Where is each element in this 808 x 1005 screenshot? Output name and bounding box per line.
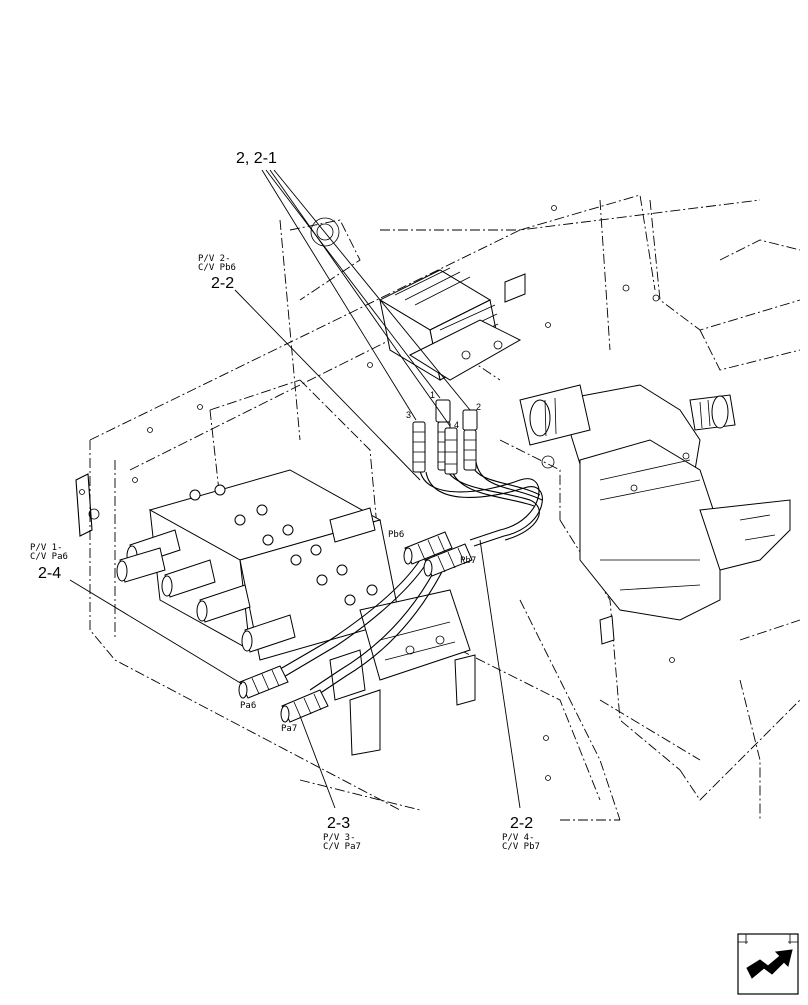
note-pv4-line1: P/V 4- xyxy=(502,833,535,843)
fitting-3 xyxy=(412,421,426,473)
port-label-pb6: Pb6 xyxy=(388,530,404,540)
callout-2-4: 2-4 xyxy=(38,565,61,582)
valve-bolts xyxy=(189,484,378,606)
port-label-2: 2 xyxy=(476,402,481,412)
note-pv2-line1: P/V 2- xyxy=(198,254,231,264)
port-label-1: 1 xyxy=(430,390,435,400)
note-pv1-line1: P/V 1- xyxy=(30,543,63,553)
port-label-3: 3 xyxy=(406,410,411,420)
note-pv3-line2: C/V Pa7 xyxy=(323,842,361,852)
side-bracket xyxy=(75,473,100,537)
port-label-pa6: Pa6 xyxy=(240,701,256,711)
circuit-notes: P/V 2- C/V Pb6 P/V 1- C/V Pa6 P/V 3- C/V… xyxy=(30,254,540,852)
note-pv2-line2: C/V Pb6 xyxy=(198,263,236,273)
callout-2-2-1: 2, 2-1 xyxy=(236,150,277,167)
callout-2-2-top: 2-2 xyxy=(211,275,234,292)
fittings xyxy=(238,399,478,723)
port-label-pa7: Pa7 xyxy=(281,724,297,734)
port-label-pb7: Pb7 xyxy=(460,556,476,566)
frame-outline xyxy=(89,194,801,821)
pilot-valve-block xyxy=(378,267,526,382)
port-labels: Pb6 Pb7 Pa6 Pa7 1 2 3 4 xyxy=(240,390,481,734)
callout-2-3: 2-3 xyxy=(327,815,350,832)
fitting-pa7 xyxy=(280,689,329,723)
leader-lines xyxy=(69,169,521,809)
note-pv3-line1: P/V 3- xyxy=(323,833,356,843)
callout-2-2-bottom: 2-2 xyxy=(510,815,533,832)
note-pv1-line2: C/V Pa6 xyxy=(30,552,68,562)
fitting-pb7 xyxy=(423,543,473,577)
fitting-2 xyxy=(462,409,478,471)
fitting-pa6 xyxy=(238,665,289,699)
next-page-arrow-icon[interactable] xyxy=(737,933,799,995)
pump-assembly xyxy=(519,384,791,645)
fitting-4 xyxy=(444,427,458,475)
fitting-pb6 xyxy=(403,531,453,565)
callout-labels: 2, 2-1 2-2 2-4 2-3 2-2 xyxy=(38,150,533,832)
note-pv4-line2: C/V Pb7 xyxy=(502,842,540,852)
port-label-4: 4 xyxy=(454,420,459,430)
valve-spools xyxy=(116,507,376,653)
control-valve xyxy=(116,469,476,756)
